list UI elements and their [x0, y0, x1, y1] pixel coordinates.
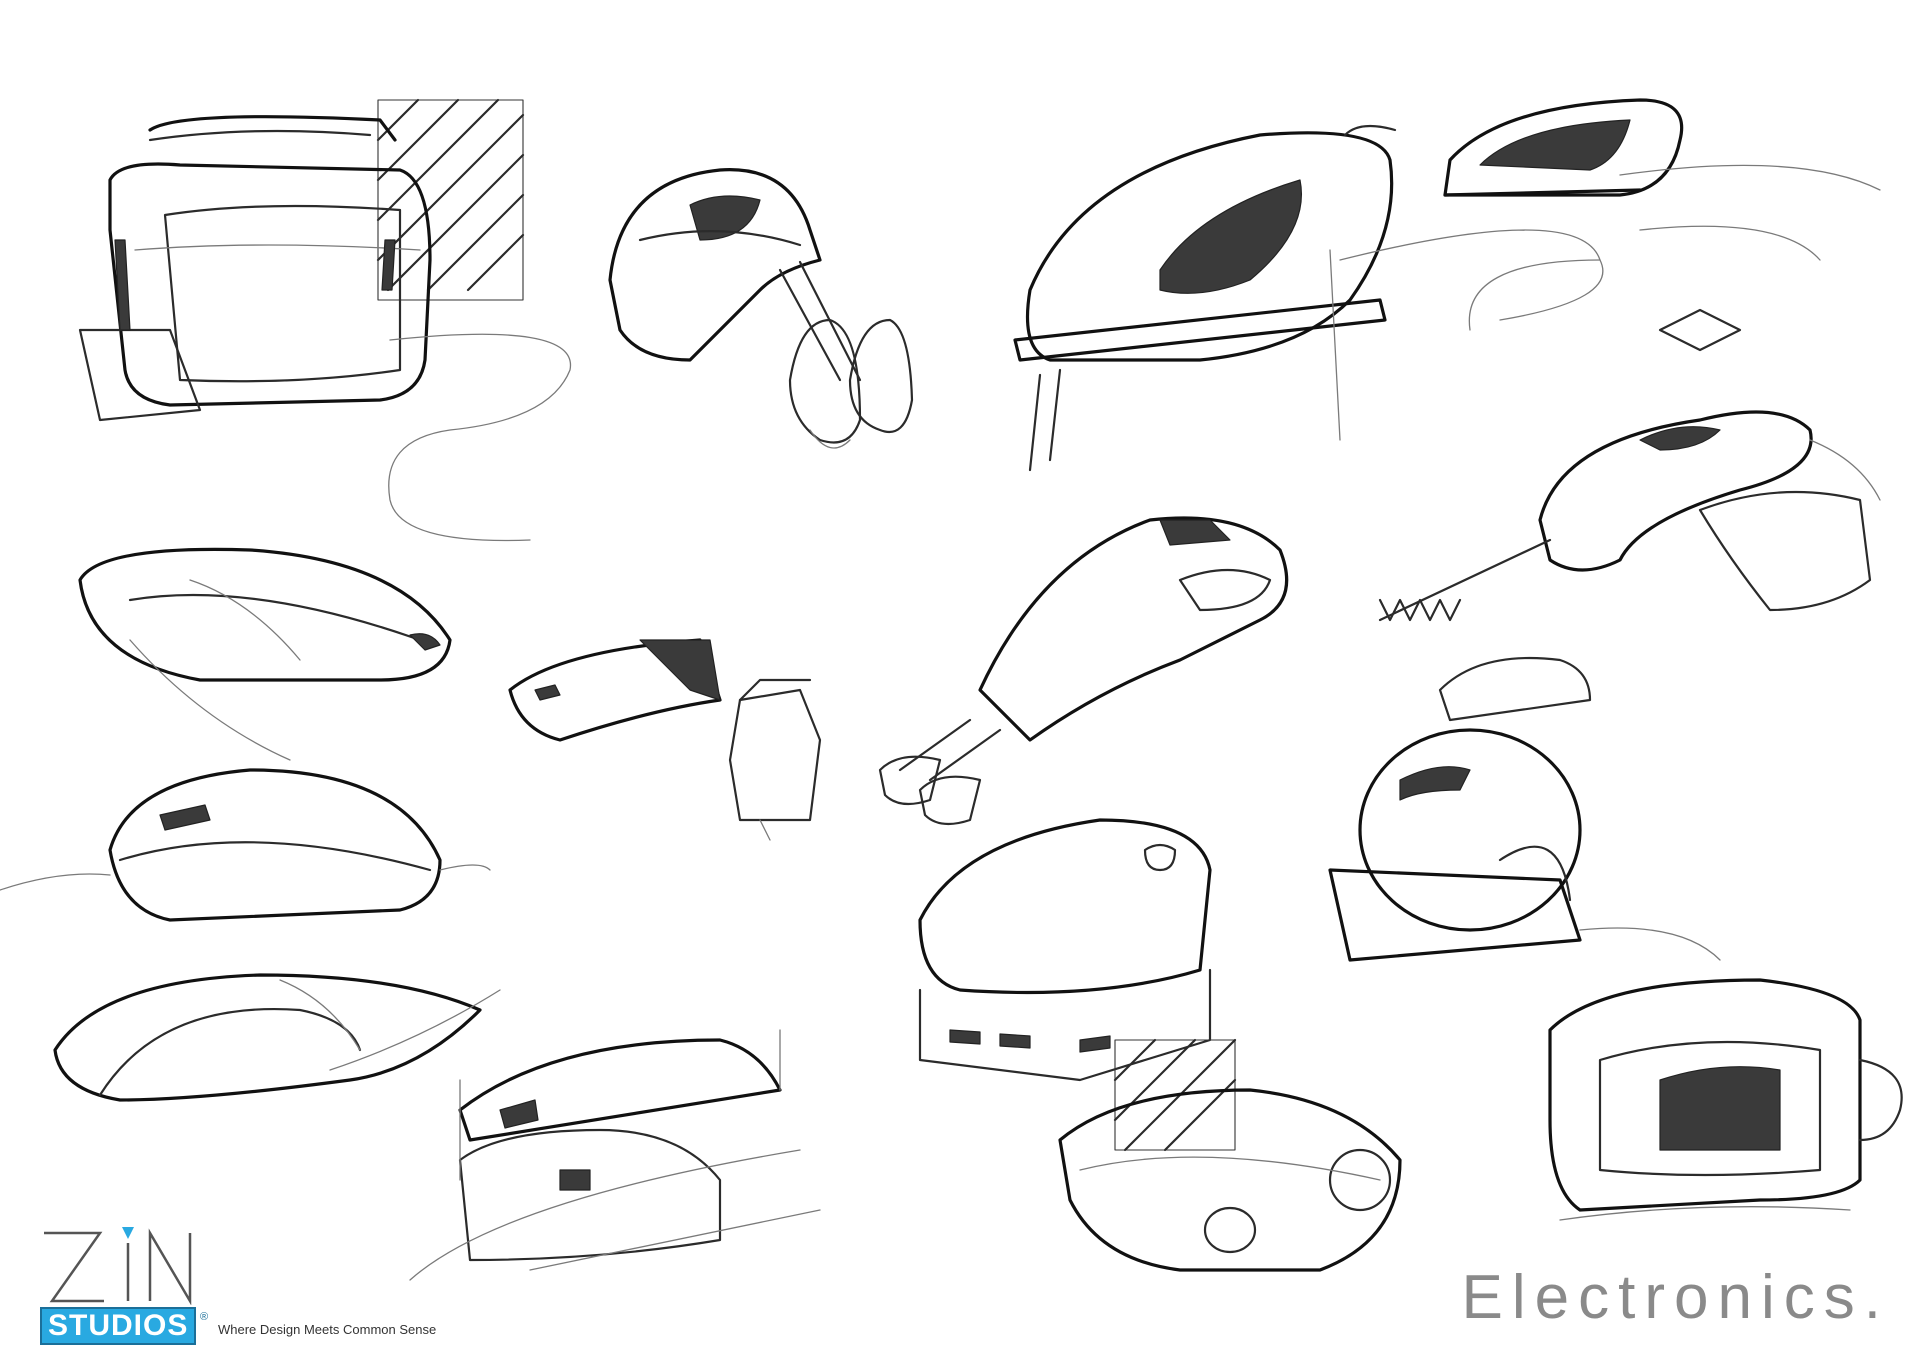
mouse-top-sketch: [78, 547, 452, 761]
coffee-maker-sketch: [918, 818, 1212, 1082]
logo-studios-label: STUDIOS: [40, 1307, 197, 1345]
hand-mixer-sketch: [608, 168, 914, 449]
sleek-mouse-sketch: [53, 973, 501, 1102]
page-title: Electronics.: [1461, 1263, 1890, 1332]
toaster-oven-sketch: [1058, 1038, 1402, 1272]
toaster-sketch: [78, 98, 572, 542]
iron-sketch: [1013, 124, 1604, 472]
espresso-machine-sketch: [1548, 978, 1903, 1221]
mouse-side-sketch: [0, 768, 491, 922]
zin-studios-logo: STUDIOS ®: [40, 1225, 210, 1345]
plug-adapter-sketch: [508, 638, 822, 841]
small-iron-sketch: [1443, 98, 1881, 352]
hand-vacuum-sketch: [878, 516, 1289, 826]
exploded-mouse-sketch: [409, 1029, 821, 1281]
registered-mark: ®: [200, 1311, 209, 1323]
zin-logo-mark: [44, 1227, 192, 1305]
electric-knife-sketch: [1378, 410, 1881, 622]
brand-tagline: Where Design Meets Common Sense: [218, 1322, 437, 1337]
sphere-kettle-sketch: [1328, 656, 1721, 962]
